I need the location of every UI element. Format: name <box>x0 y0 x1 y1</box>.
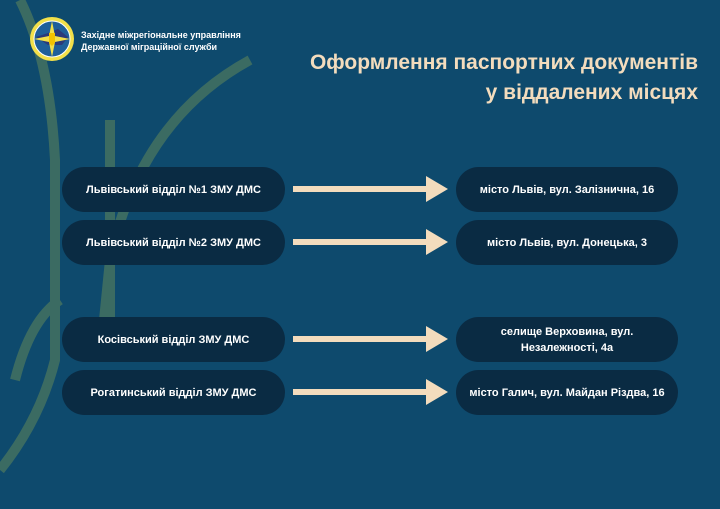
arrow-right-icon <box>293 229 448 255</box>
location-pill: місто Львів, вул. Донецька, 3 <box>456 220 678 265</box>
location-pill: селище Верховина, вул. Незалежності, 4а <box>456 317 678 362</box>
location-pill: місто Львів, вул. Залізнична, 16 <box>456 167 678 212</box>
org-line-1: Західне міжрегіональне управління <box>81 30 241 40</box>
dms-emblem-logo <box>30 17 74 61</box>
page-title: Оформлення паспортних документів у відда… <box>310 48 698 108</box>
title-line-2: у віддалених місцях <box>485 81 698 104</box>
org-line-2: Державної міграційної служби <box>81 42 218 52</box>
arrow-right-icon <box>293 326 448 352</box>
organization-name: Західне міжрегіональне управління Держав… <box>81 29 241 53</box>
office-pill: Рогатинський відділ ЗМУ ДМС <box>62 370 285 415</box>
office-pill: Львівський відділ №2 ЗМУ ДМС <box>62 220 285 265</box>
arrow-right-icon <box>293 379 448 405</box>
office-pill: Львівський відділ №1 ЗМУ ДМС <box>62 167 285 212</box>
title-line-1: Оформлення паспортних документів <box>309 51 698 74</box>
office-pill: Косівський відділ ЗМУ ДМС <box>62 317 285 362</box>
arrow-right-icon <box>293 176 448 202</box>
location-pill: місто Галич, вул. Майдан Різдва, 16 <box>456 370 678 415</box>
